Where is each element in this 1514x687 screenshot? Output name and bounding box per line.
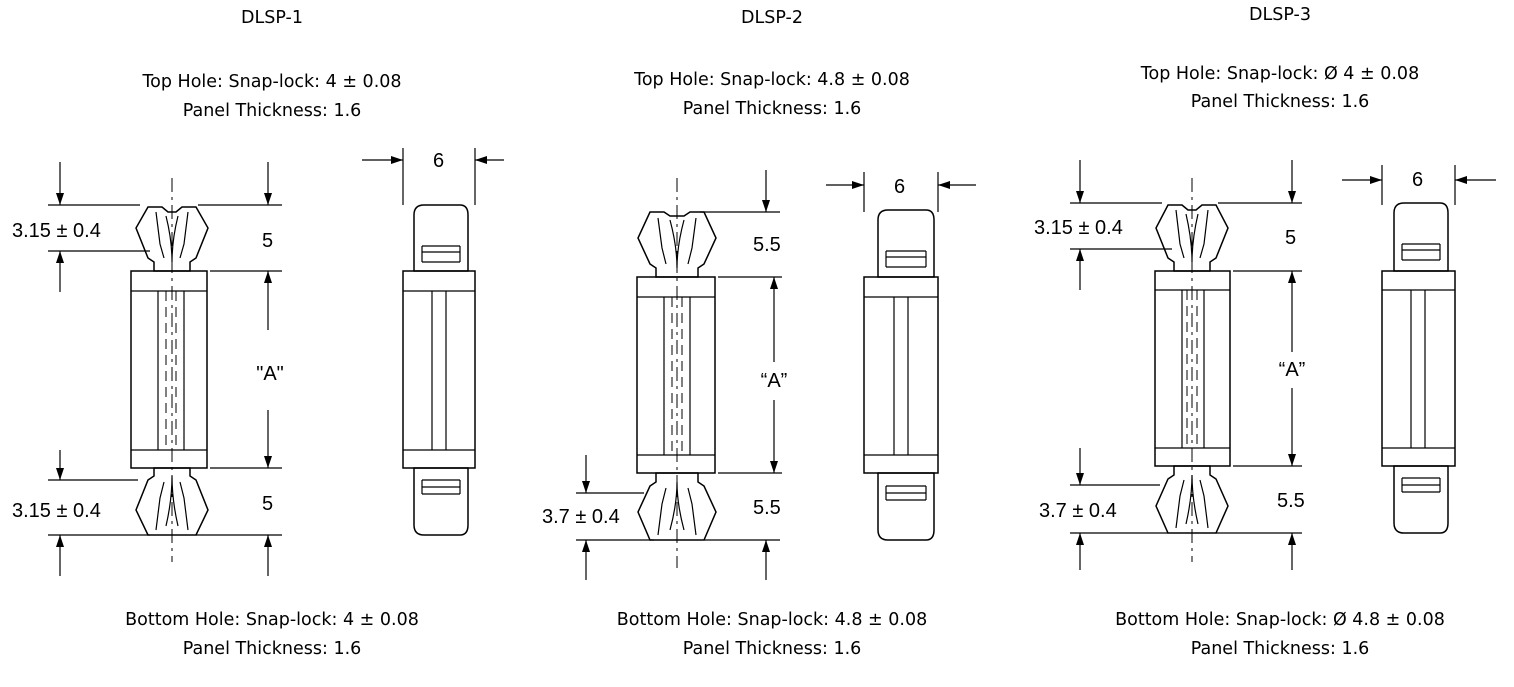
dim-bottom-right: 5 xyxy=(262,493,273,515)
dim-bottom-left: 3.15 ± 0.4 xyxy=(12,500,101,522)
spacer-drawing: 3.15 ± 0.4 5 "A" 3.15 ± 0.4 5 6 xyxy=(12,148,504,576)
dim-top-right: 5 xyxy=(262,230,273,252)
top-panel-thickness: Panel Thickness: 1.6 xyxy=(682,99,862,119)
dim-a: “A” xyxy=(761,370,788,392)
dim-a: "A" xyxy=(256,363,284,385)
dim-width: 6 xyxy=(1412,169,1423,191)
dim-bottom-left: 3.7 ± 0.4 xyxy=(1039,500,1117,522)
dim-width: 6 xyxy=(894,176,905,198)
part-title: DLSP-1 xyxy=(241,8,303,28)
dim-a: “A” xyxy=(1279,359,1306,381)
panel-dlsp-2: DLSP-2 Top Hole: Snap-lock: 4.8 ± 0.08 P… xyxy=(504,0,1008,687)
top-panel-thickness: Panel Thickness: 1.6 xyxy=(1190,92,1370,112)
side-view xyxy=(1381,202,1456,534)
dim-width: 6 xyxy=(433,150,444,172)
top-hole-spec: Top Hole: Snap-lock: 4.8 ± 0.08 xyxy=(634,70,910,90)
bottom-hole-spec: Bottom Hole: Snap-lock: 4.8 ± 0.08 xyxy=(616,610,928,630)
dim-top-left: 3.15 ± 0.4 xyxy=(1034,217,1123,239)
dim-top-right: 5 xyxy=(1285,227,1296,249)
side-view xyxy=(863,209,939,541)
panel-dlsp-3: DLSP-3 Top Hole: Snap-lock: Ø 4 ± 0.08 P… xyxy=(1008,0,1512,687)
bottom-panel-thickness: Panel Thickness: 1.6 xyxy=(182,639,362,659)
top-hole-spec: Top Hole: Snap-lock: Ø 4 ± 0.08 xyxy=(1140,64,1420,84)
top-panel-thickness: Panel Thickness: 1.6 xyxy=(182,101,362,121)
top-hole-spec: Top Hole: Snap-lock: 4 ± 0.08 xyxy=(142,72,402,92)
side-view xyxy=(402,204,476,536)
spacer-drawing: 5.5 “A” 3.7 ± 0.4 5.5 6 xyxy=(542,170,976,580)
bottom-panel-thickness: Panel Thickness: 1.6 xyxy=(1190,639,1370,659)
bottom-panel-thickness: Panel Thickness: 1.6 xyxy=(682,639,862,659)
dim-bottom-right: 5.5 xyxy=(1277,490,1305,512)
bottom-hole-spec: Bottom Hole: Snap-lock: 4 ± 0.08 xyxy=(125,610,419,630)
part-title: DLSP-3 xyxy=(1249,5,1311,25)
front-view xyxy=(636,178,717,568)
front-view xyxy=(1154,178,1231,562)
dim-bottom-left: 3.7 ± 0.4 xyxy=(542,506,620,528)
dimension-lines xyxy=(576,170,976,580)
dimension-lines xyxy=(1070,160,1496,570)
panel-dlsp-1: DLSP-1 Top Hole: Snap-lock: 4 ± 0.08 Pan… xyxy=(0,0,504,687)
dim-top-right: 5.5 xyxy=(753,234,781,256)
dim-bottom-right: 5.5 xyxy=(753,497,781,519)
bottom-hole-spec: Bottom Hole: Snap-lock: Ø 4.8 ± 0.08 xyxy=(1115,610,1445,630)
front-view xyxy=(130,178,209,562)
part-title: DLSP-2 xyxy=(741,8,803,28)
dimension-lines xyxy=(48,148,504,576)
dim-top-left: 3.15 ± 0.4 xyxy=(12,220,101,242)
spacer-drawing: 3.15 ± 0.4 5 “A” 3.7 ± 0.4 5.5 6 xyxy=(1034,160,1496,570)
